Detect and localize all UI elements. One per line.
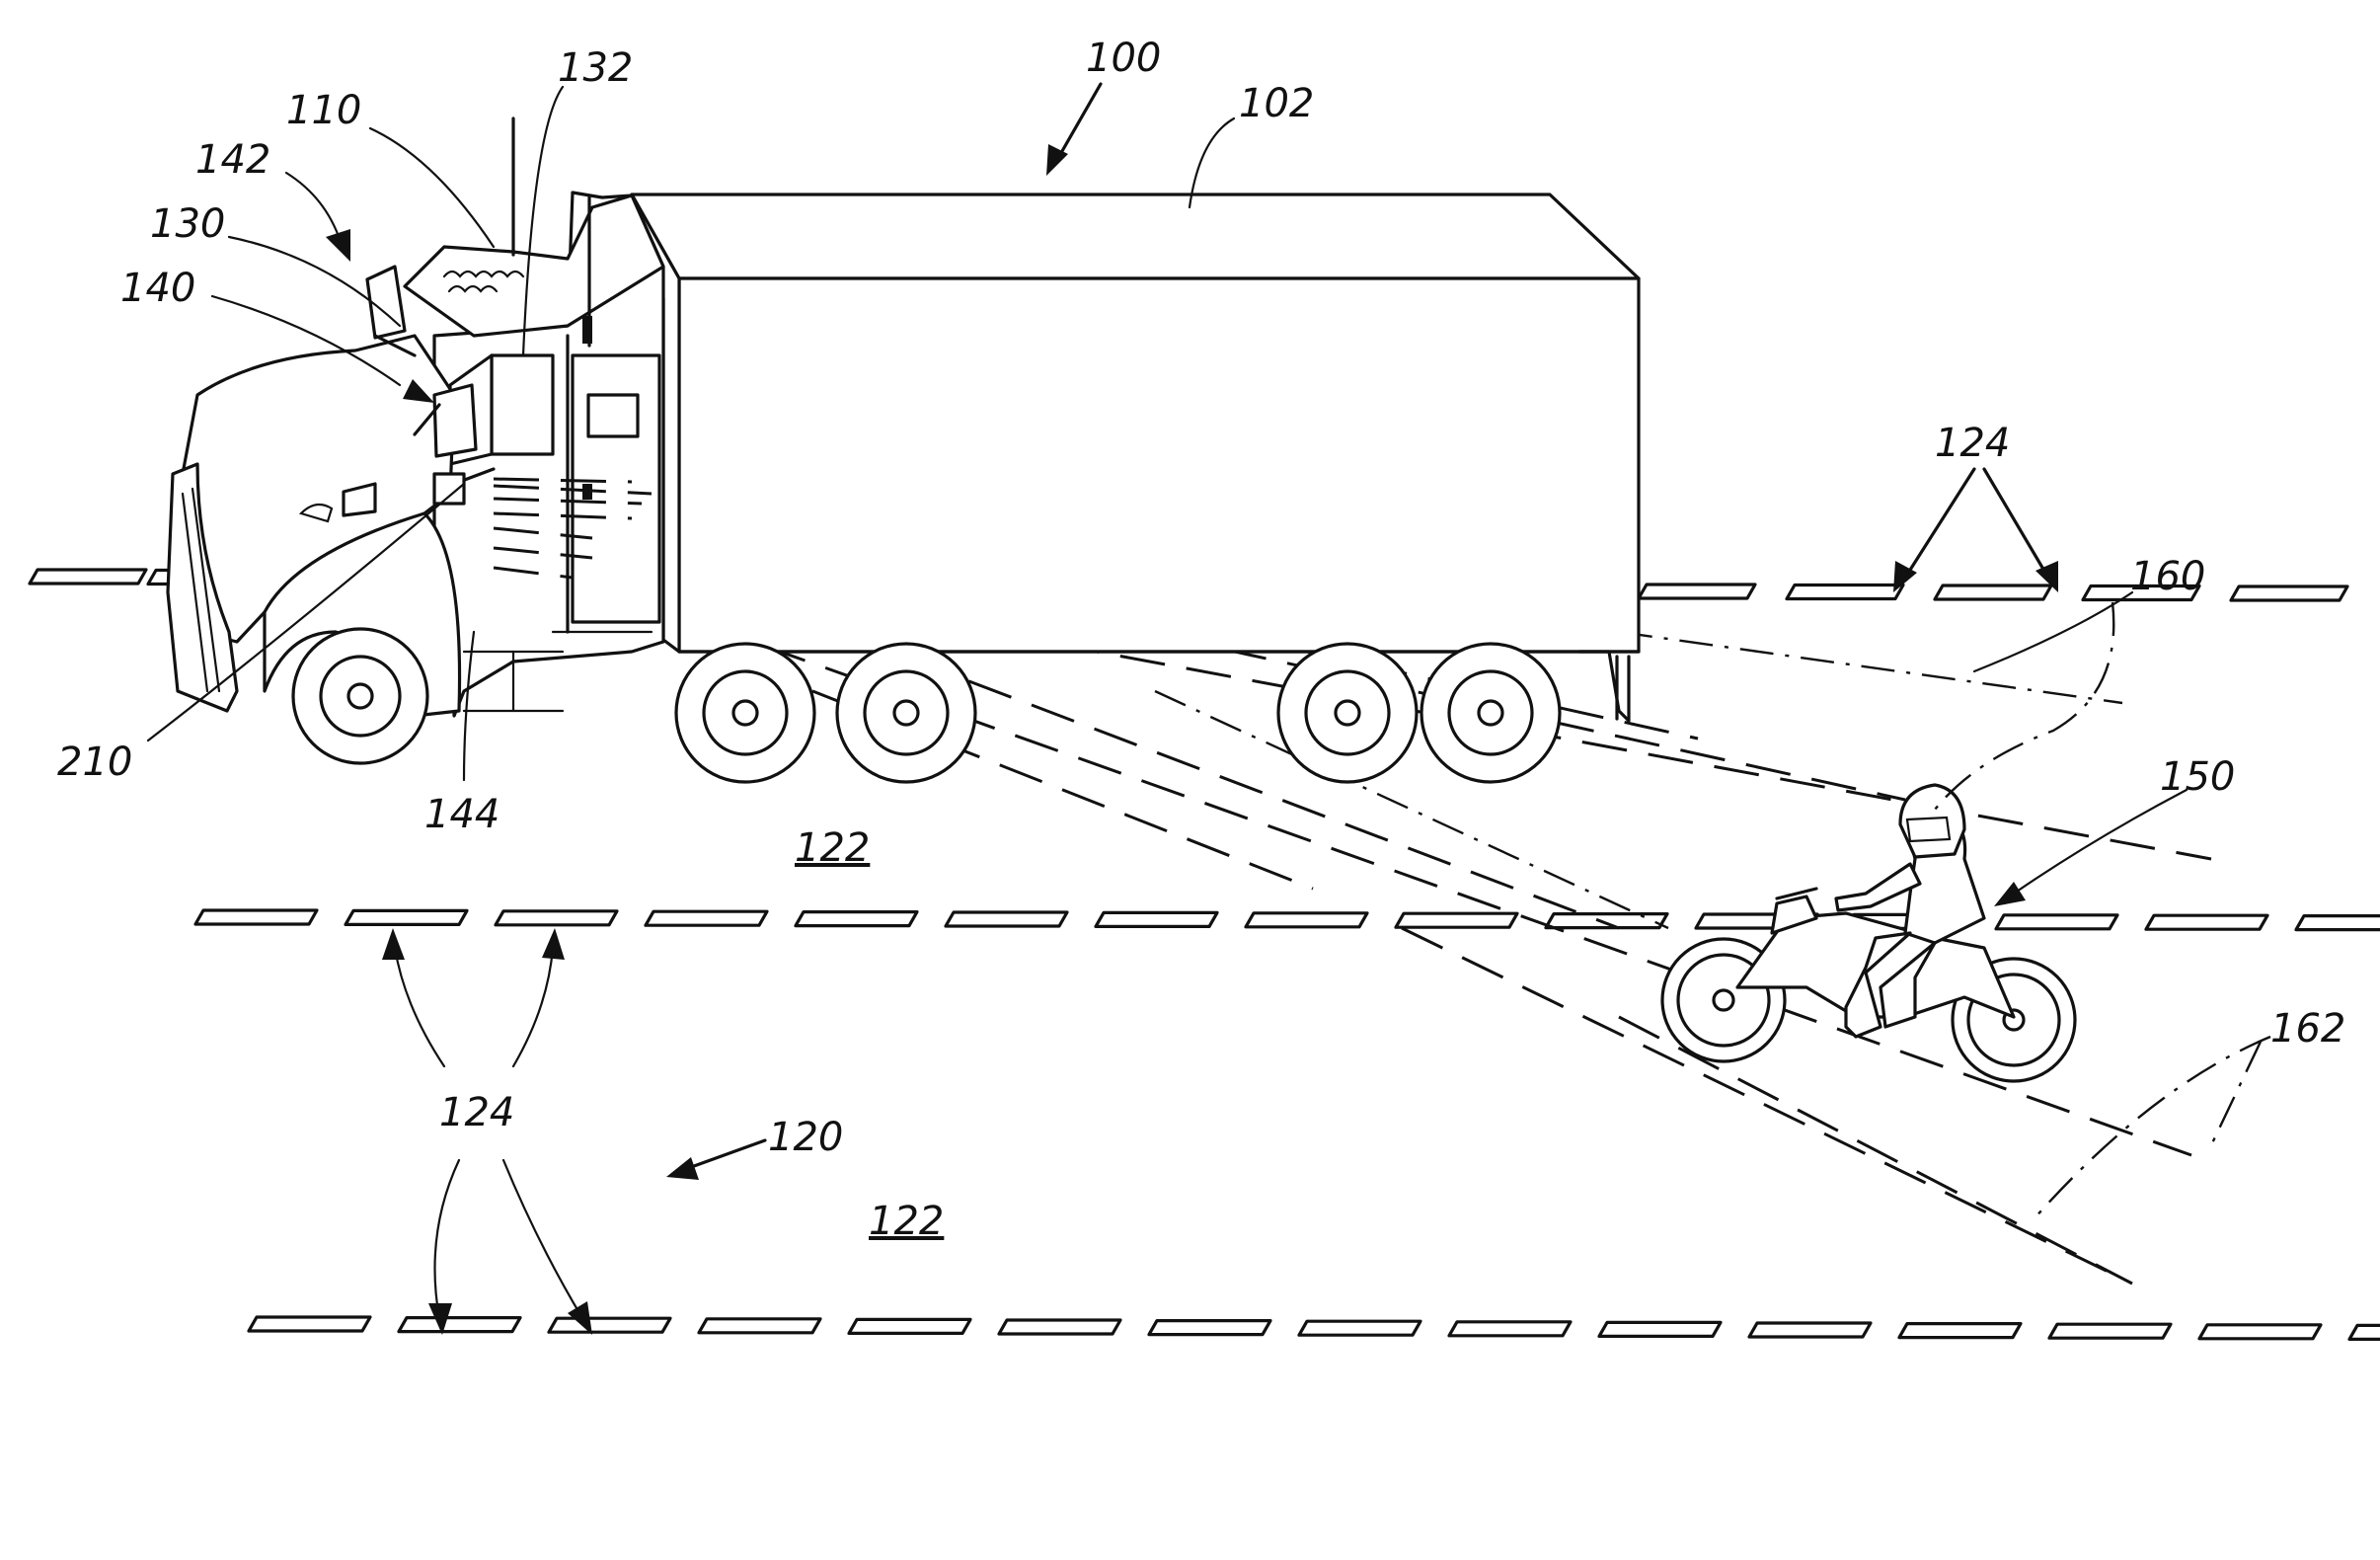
truck-cab	[168, 118, 663, 716]
label-124-bottom: 124	[439, 1090, 514, 1135]
front-wheel	[293, 629, 427, 763]
lane-dash	[849, 1319, 970, 1333]
lane-dash	[2049, 1324, 2171, 1338]
lane-dash	[195, 910, 317, 924]
label-144: 144	[424, 792, 499, 837]
lane-dash	[1599, 1322, 1721, 1336]
label-102: 102	[1239, 81, 1314, 126]
motorcycle-rider	[1662, 785, 2075, 1081]
lane-dash	[2146, 915, 2267, 929]
lane-dash	[1749, 1323, 1871, 1337]
truck	[168, 118, 1639, 782]
lane-dash	[1096, 912, 1217, 926]
trailer-wheel-2	[1421, 644, 1560, 782]
lane-dash	[2231, 586, 2347, 600]
label-122-upper: 122	[795, 825, 870, 871]
lane-dash	[1639, 585, 1755, 598]
lane-dash	[399, 1318, 520, 1332]
label-140: 140	[120, 266, 195, 311]
label-122-lower: 122	[869, 1199, 944, 1244]
lane-dash	[1899, 1324, 2021, 1338]
lane-dash	[30, 570, 146, 584]
lane-dash	[549, 1318, 670, 1332]
label-124-top: 124	[1935, 421, 2010, 466]
drive-wheel-1	[676, 644, 814, 782]
label-132: 132	[558, 45, 633, 91]
lane-dash	[496, 911, 617, 925]
lane-dash	[1149, 1321, 1270, 1335]
lane-dash	[1299, 1321, 1420, 1335]
lane-dash	[646, 911, 767, 925]
lane-dash	[2199, 1325, 2321, 1339]
lane-dash	[1449, 1322, 1571, 1336]
trailer-wheel-1	[1278, 644, 1417, 782]
lane-dash	[1787, 585, 1903, 599]
lane-dash	[796, 912, 917, 926]
lane-dash	[1396, 913, 1517, 927]
lane-dash	[1996, 915, 2117, 929]
lane-dash	[946, 912, 1067, 926]
trailer-box	[632, 195, 1639, 721]
lane-dash	[2296, 916, 2380, 930]
lane-dash	[2349, 1325, 2380, 1339]
lane-marking-lower	[249, 1317, 2380, 1339]
lane-dash	[1935, 585, 2051, 599]
lane-dash	[999, 1320, 1120, 1334]
lane-dash	[1246, 913, 1367, 927]
label-210: 210	[57, 740, 132, 785]
lane-dash	[249, 1317, 370, 1331]
lane-dash	[1546, 914, 1667, 928]
label-120: 120	[768, 1115, 843, 1160]
label-162: 162	[2270, 1006, 2345, 1052]
lane-dash	[699, 1319, 820, 1333]
lane-dash	[345, 910, 467, 924]
label-110: 110	[286, 88, 361, 133]
label-160: 160	[2130, 554, 2205, 599]
label-130: 130	[150, 201, 225, 247]
label-142: 142	[195, 137, 270, 183]
drive-wheel-2	[837, 644, 975, 782]
label-100: 100	[1086, 36, 1161, 81]
lane-marking-middle	[195, 910, 2380, 930]
label-150: 150	[2160, 754, 2235, 800]
